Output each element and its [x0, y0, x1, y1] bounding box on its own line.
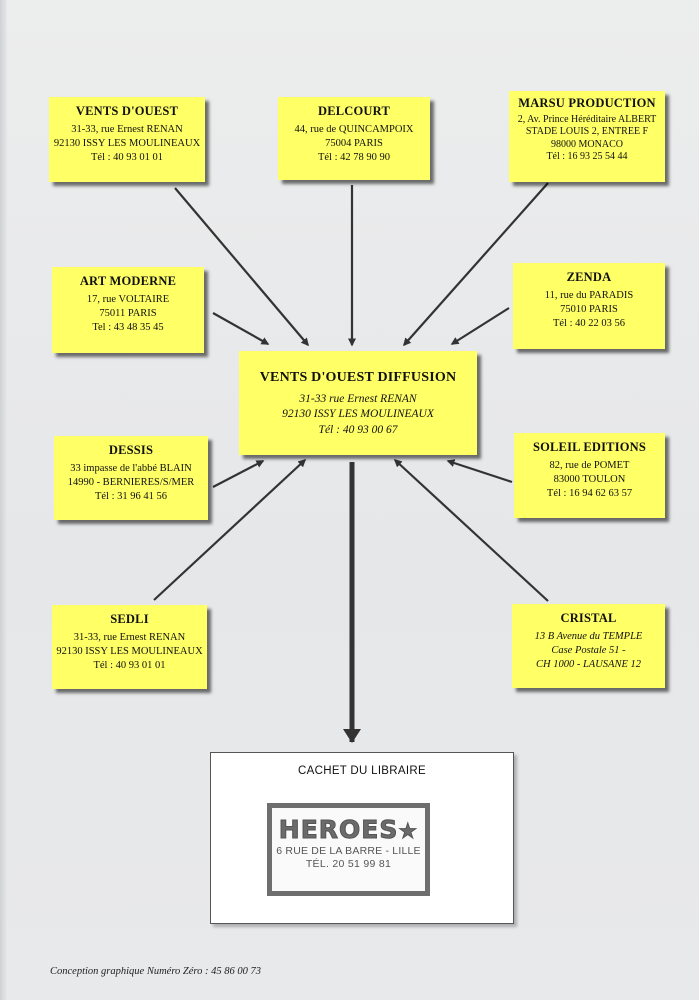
- box-line: Tél : 40 93 00 67: [318, 423, 398, 436]
- box-name: ZENDA: [566, 270, 612, 284]
- box-marsu-production: MARSU PRODUCTION 2, Av. Prince Héréditai…: [509, 91, 665, 182]
- box-line: Tel : 43 48 35 45: [92, 321, 164, 333]
- box-line: Tél : 40 93 01 01: [90, 151, 164, 163]
- box-line: 92130 ISSY LES MOULINEAUX: [53, 137, 201, 149]
- box-name: VENTS D'OUEST DIFFUSION: [259, 370, 457, 385]
- box-name: VENTS D'OUEST: [75, 104, 179, 118]
- box-vents-douest: VENTS D'OUEST 31-33, rue Ernest RENAN 92…: [49, 97, 205, 182]
- arrow-marsu: [403, 182, 549, 347]
- box-line: 75004 PARIS: [325, 137, 383, 149]
- box-name: MARSU PRODUCTION: [518, 96, 656, 110]
- box-cristal: CRISTAL 13 B Avenue du TEMPLE Case Posta…: [512, 604, 665, 688]
- stamp-phone: TÉL. 20 51 99 81: [305, 858, 392, 870]
- arrow-soleil: [446, 459, 513, 484]
- box-line: 44, rue de QUINCAMPOIX: [294, 124, 414, 136]
- box-line: 33 impasse de l'abbé BLAIN: [70, 463, 192, 475]
- arrow-sedli: [153, 458, 307, 601]
- box-line: Tél : 31 96 41 56: [94, 490, 168, 502]
- box-line: 82, rue de POMET: [549, 460, 630, 472]
- box-line: Tél : 16 93 25 54 44: [546, 151, 628, 163]
- box-line: 31-33 rue Ernest RENAN: [299, 392, 417, 405]
- box-art-moderne: ART MODERNE 17, rue VOLTAIRE 75011 PARIS…: [52, 267, 204, 353]
- box-line: 83000 TOULON: [553, 473, 626, 485]
- heroes-logo-text: HEROES: [278, 815, 399, 845]
- box-line: 92130 ISSY LES MOULINEAUX: [56, 645, 203, 657]
- cachet-du-libraire-box: CACHET DU LIBRAIRE HEROES★ 6 RUE DE LA B…: [210, 752, 514, 924]
- box-name: SEDLI: [110, 612, 149, 626]
- box-line: 31-33, rue Ernest RENAN: [73, 632, 186, 644]
- box-line: Tél : 16 94 62 63 57: [546, 487, 633, 499]
- box-name: DELCOURT: [317, 104, 390, 118]
- box-name: CRISTAL: [560, 611, 617, 625]
- stamp-address: 6 RUE DE LA BARRE - LILLE: [276, 845, 421, 857]
- box-delcourt: DELCOURT 44, rue de QUINCAMPOIX 75004 PA…: [278, 97, 430, 180]
- box-name: ART MODERNE: [79, 274, 177, 288]
- box-line: 11, rue du PARADIS: [544, 290, 634, 302]
- arrow-art-moderne: [212, 312, 270, 345]
- box-name: DESSIS: [108, 443, 154, 457]
- box-line: 98000 MONACO: [551, 138, 623, 150]
- box-line: 31-33, rue Ernest RENAN: [71, 124, 183, 136]
- box-line: STADE LOUIS 2, ENTREE F: [525, 126, 649, 138]
- footer-credit: Conception graphique Numéro Zéro : 45 86…: [50, 966, 261, 977]
- box-line: Tél : 40 93 01 01: [93, 659, 166, 671]
- box-line: 2, Av. Prince Héréditaire ALBERT: [517, 113, 657, 125]
- box-line: 14990 - BERNIERES/S/MER: [67, 476, 195, 488]
- page-edge: [0, 0, 7, 1000]
- cachet-title: CACHET DU LIBRAIRE: [298, 765, 426, 777]
- box-line: Tél : 40 22 03 56: [552, 317, 626, 329]
- box-sedli: SEDLI 31-33, rue Ernest RENAN 92130 ISSY…: [52, 605, 207, 689]
- arrow-dessis: [212, 460, 265, 488]
- box-line: 17, rue VOLTAIRE: [86, 294, 170, 306]
- box-vents-douest-diffusion: VENTS D'OUEST DIFFUSION 31-33 rue Ernest…: [239, 351, 477, 455]
- box-zenda: ZENDA 11, rue du PARADIS 75010 PARIS Tél…: [513, 263, 665, 349]
- arrow-zenda: [450, 307, 510, 345]
- box-line: Case Postale 51 -: [551, 644, 626, 656]
- box-line: 75010 PARIS: [560, 303, 618, 315]
- box-dessis: DESSIS 33 impasse de l'abbé BLAIN 14990 …: [54, 436, 208, 520]
- box-line: Tél : 42 78 90 90: [317, 151, 391, 163]
- star-icon: ★: [398, 819, 419, 844]
- box-line: 92130 ISSY LES MOULINEAUX: [282, 408, 434, 421]
- heroes-logo: HEROES★: [272, 815, 425, 845]
- box-line: 75011 PARIS: [99, 307, 157, 319]
- box-soleil-editions: SOLEIL EDITIONS 82, rue de POMET 83000 T…: [514, 433, 665, 518]
- arrow-vents-douest: [174, 187, 309, 347]
- box-line: CH 1000 - LAUSANE 12: [536, 658, 641, 670]
- arrow-cristal: [393, 458, 549, 602]
- box-line: 13 B Avenue du TEMPLE: [534, 631, 643, 643]
- bookseller-stamp: HEROES★ 6 RUE DE LA BARRE - LILLE TÉL. 2…: [267, 803, 430, 896]
- box-name: SOLEIL EDITIONS: [532, 440, 647, 454]
